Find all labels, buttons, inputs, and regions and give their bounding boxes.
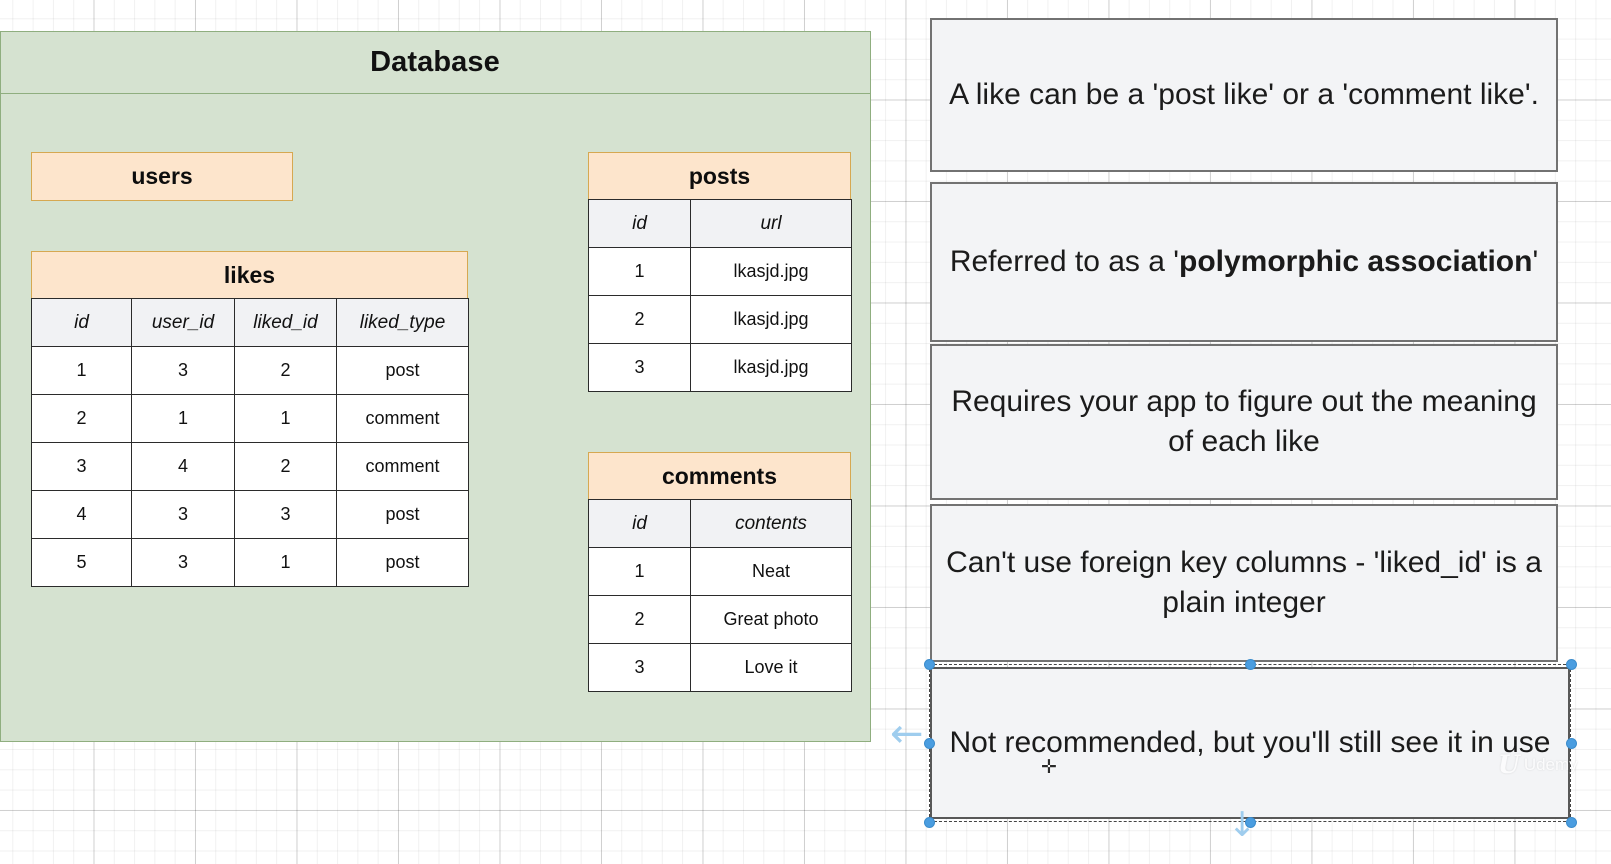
- column-header: id: [588, 199, 691, 248]
- table-row: 2 Great photo: [588, 595, 852, 644]
- column-header: liked_id: [234, 298, 337, 347]
- table-row: 4 3 3 post: [31, 490, 469, 539]
- note-text-prefix: Referred to as a ': [949, 245, 1180, 279]
- note-box-4[interactable]: Can't use foreign key columns - 'liked_i…: [930, 504, 1558, 662]
- table-header-row: id user_id liked_id liked_type: [31, 298, 469, 347]
- cell: 1: [588, 547, 691, 596]
- cell: post: [336, 490, 469, 539]
- note-text: Can't use foreign key columns - 'liked_i…: [946, 546, 1542, 619]
- entity-comments-title: comments: [588, 452, 851, 500]
- cell: Love it: [690, 643, 852, 692]
- cell: post: [336, 538, 469, 587]
- cell: Great photo: [690, 595, 852, 644]
- note-box-3[interactable]: Requires your app to figure out the mean…: [930, 344, 1558, 500]
- cell: 4: [31, 490, 132, 539]
- cell: 4: [131, 442, 235, 491]
- entity-comments[interactable]: comments id contents 1 Neat 2 Great pho: [588, 452, 852, 692]
- column-header: url: [690, 199, 852, 248]
- entity-posts-title: posts: [588, 152, 851, 200]
- entity-posts[interactable]: posts id url 1 lkasjd.jpg 2 lkasjd.jpg: [588, 152, 852, 392]
- note-box-5-selected[interactable]: Not recommended, but you'll still see it…: [930, 667, 1570, 819]
- column-header: contents: [690, 499, 852, 548]
- column-header: id: [588, 499, 691, 548]
- cell: 2: [588, 595, 691, 644]
- entity-likes-table: id user_id liked_id liked_type 1 3 2 pos…: [31, 298, 469, 587]
- cell: 2: [31, 394, 132, 443]
- cell: 5: [31, 538, 132, 587]
- entity-likes-title: likes: [31, 251, 468, 299]
- connect-arrow-left-icon[interactable]: ←: [890, 711, 924, 757]
- entity-posts-table: id url 1 lkasjd.jpg 2 lkasjd.jpg 3: [588, 199, 852, 392]
- cell: post: [336, 346, 469, 395]
- table-row: 2 1 1 comment: [31, 394, 469, 443]
- cell: 1: [234, 394, 337, 443]
- cell: comment: [336, 394, 469, 443]
- table-row: 2 lkasjd.jpg: [588, 295, 852, 344]
- table-row: 1 lkasjd.jpg: [588, 247, 852, 296]
- table-row: 3 lkasjd.jpg: [588, 343, 852, 392]
- note-text-bold: polymorphic association: [1179, 245, 1533, 279]
- column-header: liked_type: [336, 298, 469, 347]
- cell: 3: [234, 490, 337, 539]
- note-text: Not recommended, but you'll still see it…: [949, 726, 1551, 760]
- cell: 3: [131, 538, 235, 587]
- cell: lkasjd.jpg: [690, 295, 852, 344]
- table-header-row: id contents: [588, 499, 852, 548]
- note-text: A like can be a 'post like' or a 'commen…: [949, 78, 1539, 112]
- note-text-suffix: ': [1532, 245, 1539, 279]
- database-header: Database: [0, 30, 871, 94]
- note-box-2[interactable]: Referred to as a 'polymorphic associatio…: [930, 182, 1558, 342]
- column-header: id: [31, 298, 132, 347]
- table-row: 3 Love it: [588, 643, 852, 692]
- cell: 3: [588, 643, 691, 692]
- cell: 3: [31, 442, 132, 491]
- cell: 1: [31, 346, 132, 395]
- entity-likes[interactable]: likes id user_id liked_id liked_type 1 3…: [31, 251, 469, 587]
- cell: 2: [234, 346, 337, 395]
- table-row: 1 Neat: [588, 547, 852, 596]
- cell: Neat: [690, 547, 852, 596]
- entity-users[interactable]: users: [31, 152, 293, 201]
- table-row: 3 4 2 comment: [31, 442, 469, 491]
- connect-arrow-down-icon[interactable]: ↓: [1228, 805, 1257, 845]
- note-text: Referred to as a 'polymorphic associatio…: [950, 242, 1538, 282]
- cell: 2: [234, 442, 337, 491]
- move-cursor-icon: ✛: [1041, 756, 1057, 778]
- note-box-1[interactable]: A like can be a 'post like' or a 'commen…: [930, 18, 1558, 172]
- cell: 1: [131, 394, 235, 443]
- cell: 3: [131, 490, 235, 539]
- cell: lkasjd.jpg: [690, 343, 852, 392]
- cell: 3: [131, 346, 235, 395]
- entity-comments-table: id contents 1 Neat 2 Great photo 3: [588, 499, 852, 692]
- cell: 1: [588, 247, 691, 296]
- cell: 3: [588, 343, 691, 392]
- table-header-row: id url: [588, 199, 852, 248]
- column-header: user_id: [131, 298, 235, 347]
- cell: 2: [588, 295, 691, 344]
- page-title: Database: [370, 45, 500, 78]
- cell: 1: [234, 538, 337, 587]
- entity-users-title: users: [31, 152, 293, 201]
- table-row: 1 3 2 post: [31, 346, 469, 395]
- database-container[interactable]: Database users likes id user_id liked_id…: [0, 30, 871, 742]
- cell: lkasjd.jpg: [690, 247, 852, 296]
- note-text: Requires your app to figure out the mean…: [951, 385, 1537, 458]
- table-row: 5 3 1 post: [31, 538, 469, 587]
- cell: comment: [336, 442, 469, 491]
